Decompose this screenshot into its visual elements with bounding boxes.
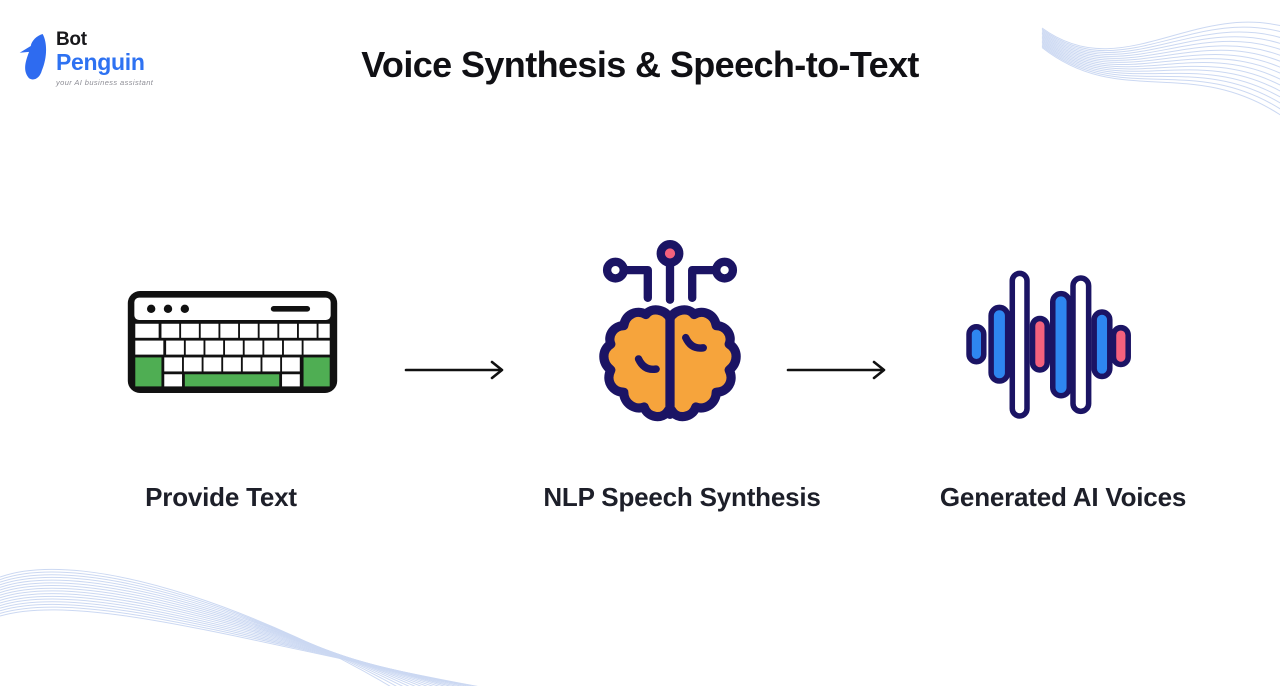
step-label-provide-text: Provide Text (145, 482, 297, 512)
logo-text: Bot Penguin your AI business assistant (56, 30, 153, 87)
botpenguin-logo: Bot Penguin your AI business assistant (18, 30, 153, 87)
decorative-wave-bottom-left (0, 568, 479, 686)
voice-waveform-icon (966, 270, 1131, 419)
logo-tagline: your AI business assistant (56, 78, 154, 87)
brain-circuit-icon (599, 240, 741, 422)
keyboard-icon (127, 291, 338, 393)
step-label-nlp-speech-synthesis: NLP Speech Synthesis (543, 482, 821, 512)
penguin-icon (19, 34, 47, 80)
arrow-right-icon (404, 360, 504, 380)
arrow-right-icon (786, 360, 886, 380)
decorative-wave-top-right (1041, 21, 1280, 116)
logo-brand-top: Bot (56, 29, 87, 50)
page-title: Voice Synthesis & Speech-to-Text (361, 44, 919, 85)
step-label-generated-ai-voices: Generated AI Voices (939, 482, 1187, 512)
logo-brand-bottom: Penguin (56, 49, 145, 75)
